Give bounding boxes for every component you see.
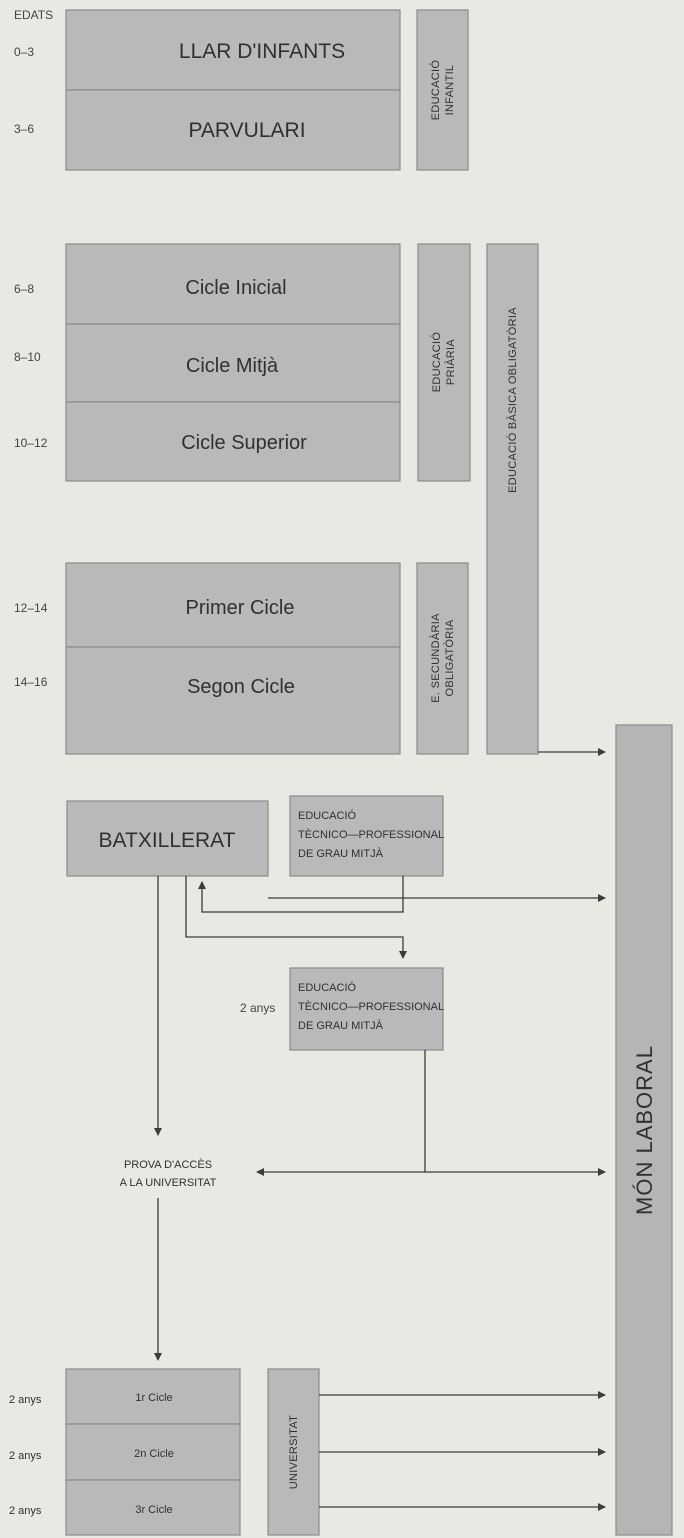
edats-heading: EDATS [14, 8, 53, 22]
etp-second-box [289, 967, 444, 1051]
primer-cicle-label: Primer Cicle [186, 597, 295, 619]
cicle-superior-box [65, 401, 401, 482]
educacio-primaria-side-label-line1: EDUCACIÓ [430, 332, 443, 393]
cicle-3-duration: 2 anys [9, 1505, 42, 1517]
cicle-2-duration: 2 anys [9, 1450, 42, 1462]
age-10-12: 10–12 [14, 436, 48, 450]
universitat-side-label: UNIVERSITAT [288, 1415, 300, 1489]
etp-second-line3: DE GRAU MITJÀ [298, 1019, 384, 1032]
llar-infants-label: LLAR D'INFANTS [179, 40, 345, 63]
age-3-6: 3–6 [14, 122, 34, 136]
cicle-2-box [65, 1423, 241, 1481]
etp-first-line1: EDUCACIÓ [298, 809, 357, 822]
educacio-infantil-side-box [416, 9, 469, 171]
cicle-2-label: 2n Cicle [134, 1448, 174, 1460]
segon-cicle-box [65, 646, 401, 755]
cicle-3-box [65, 1479, 241, 1536]
age-6-8: 6–8 [14, 282, 34, 296]
prova-acces-line2: A LA UNIVERSITAT [120, 1177, 217, 1189]
cicle-mitja-label: Cicle Mitjà [186, 355, 279, 377]
cicle-superior-label: Cicle Superior [181, 432, 307, 454]
batxillerat-label: BATXILLERAT [99, 829, 236, 852]
infantil-group: 0–3 3–6 LLAR D'INFANTS PARVULARI EDUCACI… [14, 9, 469, 171]
age-14-16: 14–16 [14, 675, 48, 689]
educacio-infantil-side-label-line1: EDUCACIÓ [429, 60, 442, 121]
arrow-etp-second-to-mon-laboral [424, 1050, 606, 1176]
cicle-inicial-label: Cicle Inicial [185, 277, 286, 299]
eso-side-label-line2: OBLIGATÒRIA [443, 619, 456, 696]
age-8-10: 8–10 [14, 350, 41, 364]
etp-second-line1: EDUCACIÓ [298, 981, 357, 994]
cicle-1-box [65, 1368, 241, 1425]
prova-acces-line1: PROVA D'ACCÈS [124, 1158, 212, 1171]
etp-second-line2: TÈCNICO—PROFESSIONAL [298, 1000, 444, 1013]
primaria-group: 6–8 8–10 10–12 Cicle Inicial Cicle Mitjà… [14, 243, 471, 482]
eso-side-box [416, 562, 469, 755]
secundaria-group: 12–14 14–16 Primer Cicle Segon Cicle E. … [14, 562, 469, 755]
age-0-3: 0–3 [14, 45, 34, 59]
mon-laboral-label: MÓN LABORAL [632, 1045, 657, 1215]
mon-laboral-box [615, 724, 673, 1536]
educacio-primaria-side-label-line2: PRIÀRIA [444, 339, 457, 385]
age-12-14: 12–14 [14, 601, 48, 615]
educacio-primaria-side-box [417, 243, 471, 482]
llar-infants-box [65, 9, 401, 91]
etp-second-duration: 2 anys [240, 1001, 275, 1015]
batxillerat-box [66, 800, 269, 877]
educacio-basica-obligatoria-box [486, 243, 539, 755]
cicle-inicial-box [65, 243, 401, 325]
etp-first-box [289, 795, 444, 877]
etp-first-line3: DE GRAU MITJÀ [298, 847, 384, 860]
educacio-infantil-side-label-line2: INFANTIL [444, 65, 456, 116]
universitat-side-box [267, 1368, 320, 1536]
cicle-1-label: 1r Cicle [135, 1392, 172, 1404]
cicle-1-duration: 2 anys [9, 1394, 42, 1406]
arrow-etp-to-batxillerat [198, 876, 404, 913]
cicle-mitja-box [65, 323, 401, 403]
cicle-3-label: 3r Cicle [135, 1504, 172, 1516]
etp-first-line2: TÈCNICO—PROFESSIONAL [298, 828, 444, 841]
eso-side-label-line1: E. SECUNDÀRIA [429, 613, 442, 703]
arrow-batxillerat-to-etp-second [185, 876, 407, 959]
educacio-basica-obligatoria-label: EDUCACIÓ BÀSICA OBLIGATÒRIA [506, 307, 519, 493]
segon-cicle-label: Segon Cicle [187, 676, 295, 698]
parvulari-label: PARVULARI [188, 119, 305, 142]
parvulari-box [65, 89, 401, 171]
